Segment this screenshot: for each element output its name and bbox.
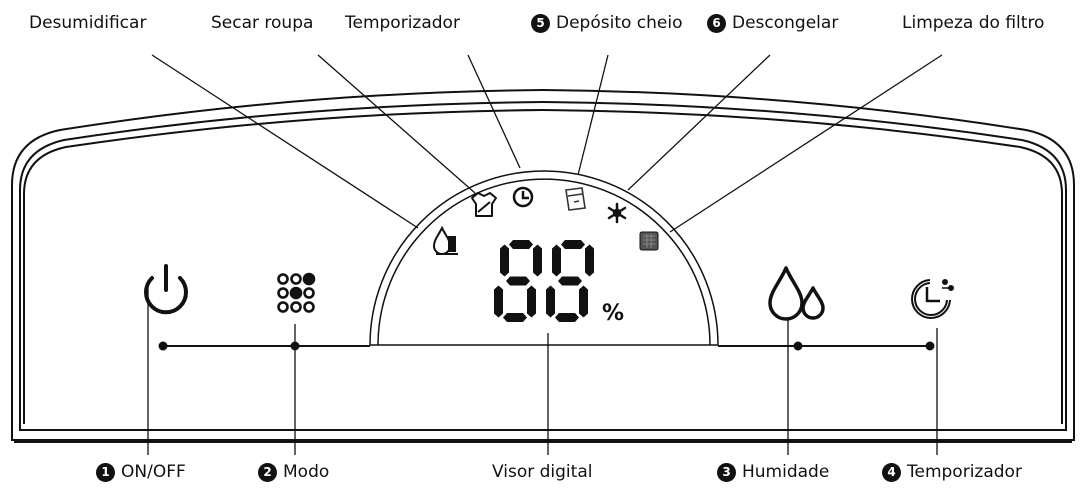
label-humidity-text: Humidade	[742, 462, 830, 482]
segment-c	[527, 285, 536, 318]
label-timer-text: Temporizador	[907, 462, 1022, 482]
segment-b	[533, 244, 542, 277]
display-unit: %	[602, 301, 624, 326]
segment-d	[555, 313, 579, 322]
power-icon[interactable]	[144, 264, 188, 315]
label-tank-full-text: Depósito cheio	[556, 13, 683, 33]
seven-segment-display: %	[494, 240, 624, 326]
humidity-drops-icon[interactable]	[768, 266, 825, 321]
button-rail	[158, 341, 935, 351]
number-badge: 3	[717, 463, 736, 482]
segment-a	[561, 240, 585, 249]
display-dome	[369, 170, 719, 346]
label-display: Visor digital	[492, 462, 593, 482]
defrost-icon	[607, 202, 627, 224]
clock-icon	[512, 186, 534, 208]
segment-b	[585, 244, 594, 277]
label-humidity: 3 Humidade	[717, 462, 829, 482]
segment-f	[500, 244, 509, 277]
segment-e	[494, 285, 503, 318]
timer-icon[interactable]	[911, 279, 954, 319]
number-badge: 6	[707, 14, 726, 33]
number-badge: 4	[882, 463, 901, 482]
label-mode: 2 Modo	[258, 462, 329, 482]
number-badge: 2	[258, 463, 277, 482]
label-defrost-text: Descongelar	[732, 13, 839, 33]
segment-a	[509, 240, 533, 249]
label-defrost: 6 Descongelar	[707, 13, 838, 33]
segment-g	[506, 276, 530, 286]
mode-dots-icon[interactable]	[277, 272, 316, 313]
number-badge: 1	[96, 463, 115, 482]
filter-icon	[639, 231, 659, 251]
label-timer: 4 Temporizador	[882, 462, 1022, 482]
label-on-off: 1 ON/OFF	[96, 462, 186, 482]
label-tank-full: 5 Depósito cheio	[531, 13, 683, 33]
label-dehumidify: Desumidificar	[29, 13, 147, 33]
label-filter-clean: Limpeza do filtro	[902, 13, 1045, 33]
segment-g	[558, 276, 582, 286]
dehumidify-icon	[432, 225, 458, 255]
segment-f	[552, 244, 561, 277]
dry-clothes-icon	[471, 192, 497, 217]
panel-outline	[11, 88, 1075, 443]
tank-full-icon	[565, 187, 586, 211]
number-badge: 5	[531, 14, 550, 33]
segment-e	[546, 285, 555, 318]
label-timer-indicator: Temporizador	[345, 13, 460, 33]
segment-d	[503, 313, 527, 322]
label-on-off-text: ON/OFF	[121, 462, 186, 482]
label-mode-text: Modo	[283, 462, 330, 482]
leader-lines	[147, 54, 943, 455]
label-dry-clothes: Secar roupa	[211, 13, 314, 33]
segment-c	[579, 285, 588, 318]
